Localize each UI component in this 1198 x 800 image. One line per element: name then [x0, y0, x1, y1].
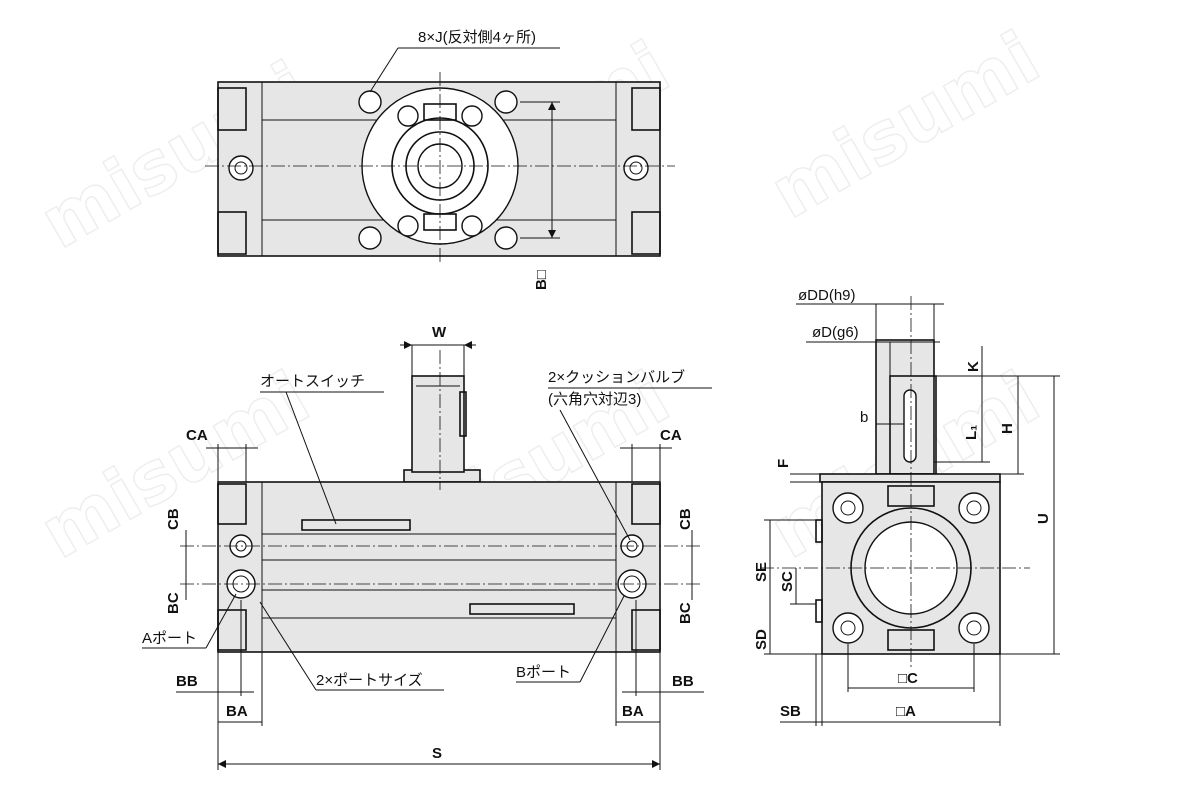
side-hole-bottom-right — [958, 612, 990, 644]
sc-label: SC — [779, 571, 796, 592]
top-left-cap-lower — [217, 211, 247, 255]
side-base-plate — [819, 473, 1001, 483]
top-b-label: B□ — [533, 270, 550, 290]
top-view: 8×J(反対側4ヶ所) B□ — [205, 29, 675, 290]
side-hole-top-left — [832, 492, 864, 524]
sd-label: SD — [753, 629, 770, 650]
c-sq-label: □C — [898, 670, 918, 687]
od-label: øD(g6) — [812, 324, 859, 341]
b-port-label: Bポート — [516, 664, 571, 681]
ca-left-label: CA — [186, 427, 208, 444]
side-key — [903, 389, 917, 463]
top-right-cap-upper — [631, 87, 661, 131]
port-size-label: 2×ポートサイズ — [316, 672, 423, 689]
bc-left-label: BC — [165, 592, 182, 614]
s-label: S — [432, 745, 442, 762]
a-port-label: Aポート — [142, 630, 197, 647]
watermark-text-3: misumi — [757, 15, 1053, 235]
bc-right-label: BC — [677, 602, 694, 624]
top-right-port — [623, 155, 649, 181]
cb-left-label: CB — [165, 508, 182, 530]
odd-label: øDD(h9) — [798, 287, 856, 304]
auto-switch — [301, 519, 411, 531]
cushion-valve-label: 2×クッションバルブ — [548, 368, 685, 386]
front-left-cap-lower — [217, 609, 247, 651]
f-label: F — [775, 459, 792, 468]
k-label: K — [965, 361, 982, 372]
auto-switch-lower — [469, 603, 575, 615]
a-sq-label: □A — [896, 703, 916, 720]
side-view: øDD(h9) øD(g6) K b L₁ H U F SE SC SD □C — [753, 287, 1060, 726]
u-label: U — [1035, 513, 1052, 524]
h-label: H — [999, 423, 1016, 434]
ba-left-label: BA — [226, 703, 248, 720]
cb-right-label: CB — [677, 508, 694, 530]
front-view-body — [217, 481, 661, 653]
front-left-cap-upper — [217, 483, 247, 525]
top-right-cap-lower — [631, 211, 661, 255]
side-hole-bottom-left — [832, 612, 864, 644]
b-label: b — [860, 409, 868, 426]
mounting-hole-j — [358, 90, 382, 114]
front-w-label: W — [432, 324, 447, 341]
cushion-valve-sub-label: (六角穴対辺3) — [548, 391, 641, 408]
ba-right-label: BA — [622, 703, 644, 720]
l1-label: L₁ — [963, 425, 980, 440]
top-left-cap-upper — [217, 87, 247, 131]
ca-right-label: CA — [660, 427, 682, 444]
front-view: W CA CA CB — [142, 324, 712, 770]
front-right-cap-upper — [631, 483, 661, 525]
front-right-cap-lower — [631, 609, 661, 651]
top-left-port — [228, 155, 254, 181]
bb-right-label: BB — [672, 673, 694, 690]
front-shaft — [411, 375, 465, 473]
bb-left-label: BB — [176, 673, 198, 690]
auto-switch-label: オートスイッチ — [260, 373, 365, 390]
side-hole-top-right — [958, 492, 990, 524]
se-label: SE — [753, 562, 770, 582]
sb-label: SB — [780, 703, 801, 720]
top-holes-label: 8×J(反対側4ヶ所) — [418, 29, 536, 46]
